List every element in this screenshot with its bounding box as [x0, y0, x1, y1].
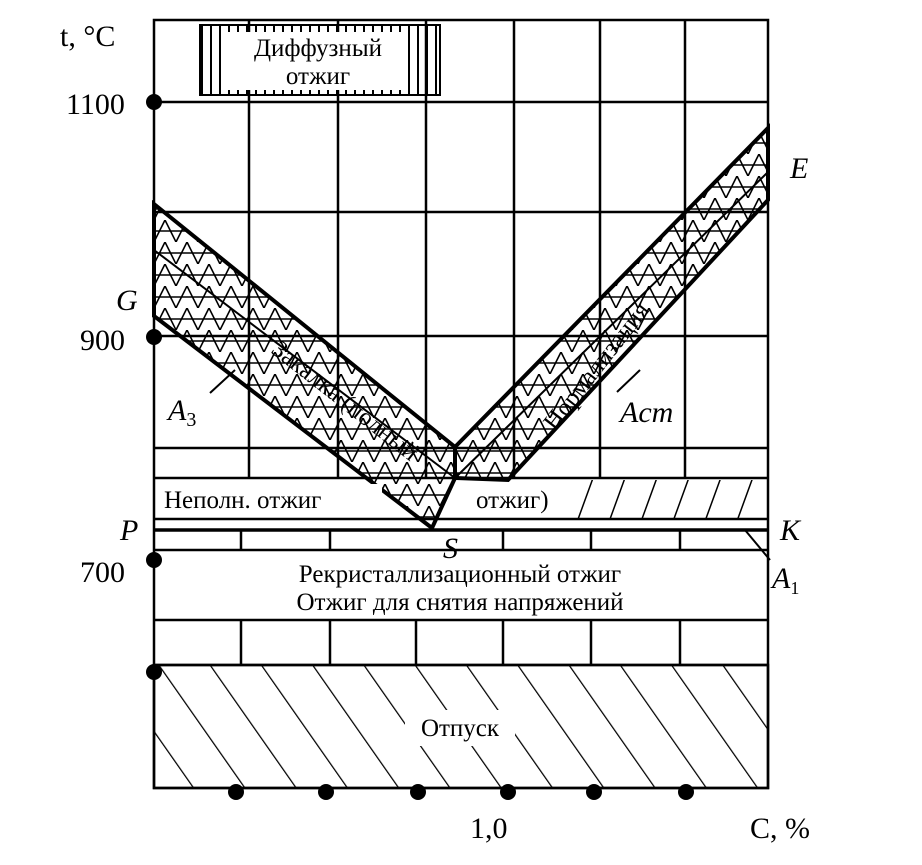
- label-recrystallization: Рекристаллизационный отжиг: [299, 561, 621, 588]
- y-tick-700: 700: [80, 556, 125, 589]
- y-tick-900: 900: [80, 324, 125, 357]
- label-a1: A1: [770, 562, 799, 598]
- point-s: S: [443, 532, 458, 565]
- acm-line: [454, 171, 769, 479]
- label-partial-annealing: Неполн. отжиг: [164, 487, 321, 514]
- point-e: E: [789, 152, 808, 185]
- label-diffusion-2: отжиг: [286, 63, 350, 90]
- point-p: P: [119, 514, 138, 547]
- label-tempering: Отпуск: [421, 715, 500, 742]
- y-tick-1100: 1100: [66, 88, 125, 121]
- y-axis-label: t, °C: [60, 20, 115, 53]
- x-tick-1: 1,0: [470, 812, 508, 845]
- label-quench-tail: отжиг): [476, 487, 549, 514]
- axis-dots: [146, 94, 694, 800]
- zone-partial-hatch: [570, 480, 767, 518]
- label-stress-relief: Отжиг для снятия напряжений: [296, 589, 623, 616]
- zone-quench-band: [152, 199, 457, 532]
- label-a3: A3: [166, 394, 196, 431]
- zone-normalization-band: [453, 123, 770, 483]
- a3-line: [153, 249, 456, 479]
- label-acm: Aст: [618, 396, 673, 429]
- x-axis-label: C, %: [750, 812, 810, 845]
- label-diffusion-1: Диффузный: [254, 35, 382, 62]
- point-k: K: [779, 514, 802, 547]
- point-g: G: [116, 284, 138, 317]
